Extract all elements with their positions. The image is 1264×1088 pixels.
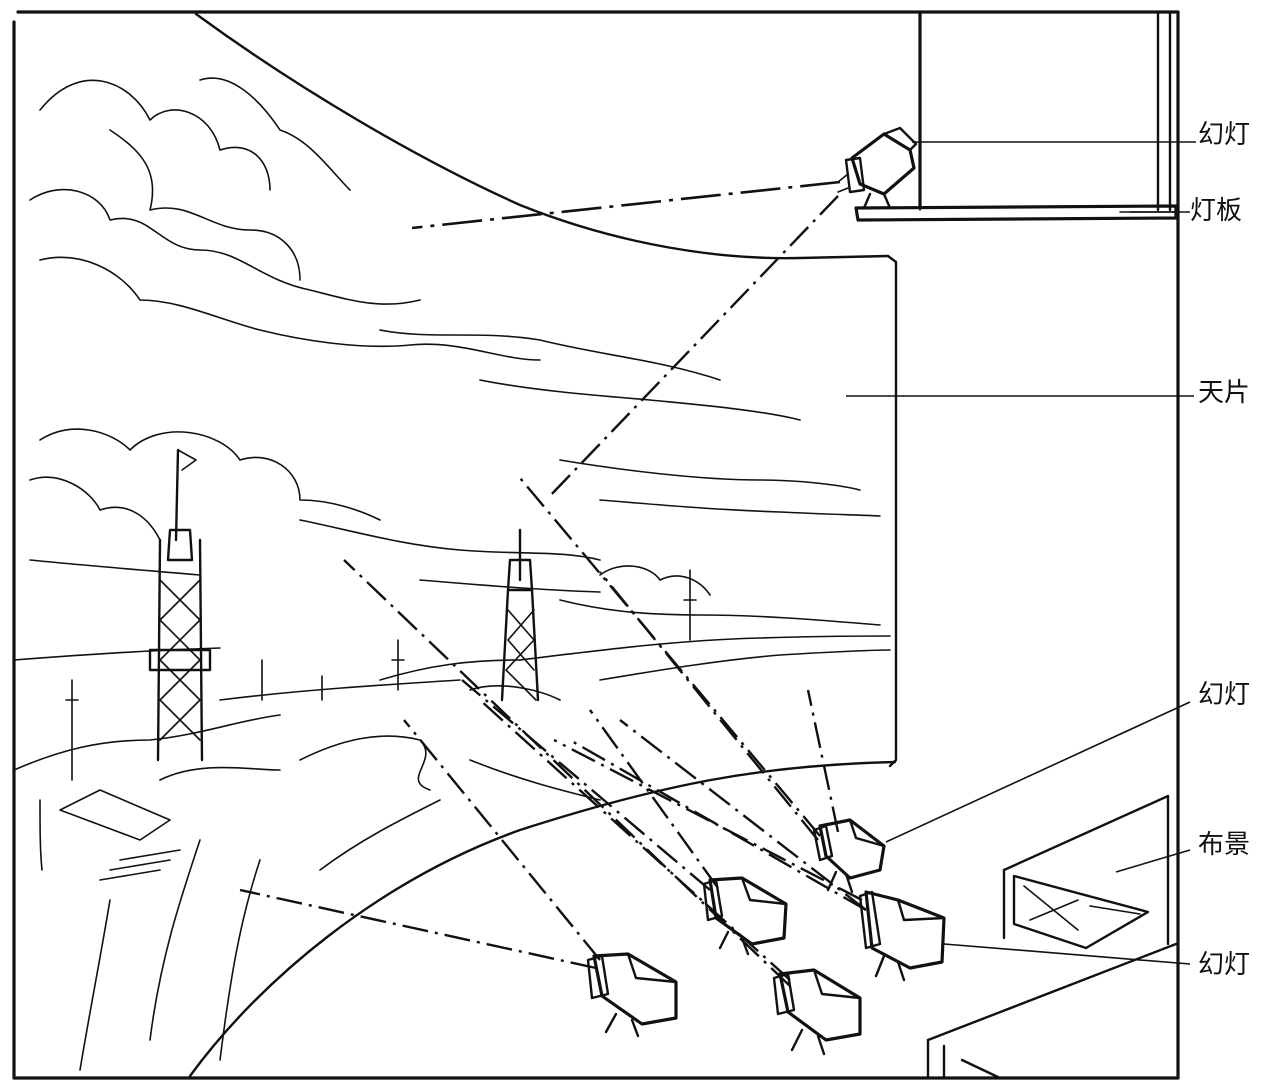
slide-projector-floor-2 (858, 890, 946, 982)
clouds (29, 77, 881, 626)
oil-derrick-small (469, 528, 561, 702)
distant-towers (65, 569, 697, 781)
slide-projector-floor-3 (702, 876, 788, 956)
slide-projector-top (837, 126, 918, 210)
slide-projector-floor-4 (586, 952, 678, 1038)
label-slide-projector-mid: 幻灯 (1198, 680, 1251, 710)
label-leaders (846, 141, 1196, 965)
label-slide-projector-bottom: 幻灯 (1198, 950, 1251, 980)
sky-drop (188, 12, 898, 1078)
set-piece-platform (926, 794, 1178, 1080)
slide-projector-floor-1 (812, 818, 886, 894)
label-sky-drop: 天片 (1198, 378, 1251, 408)
lamp-board (854, 204, 1178, 222)
label-slide-projector-top: 幻灯 (1198, 120, 1251, 150)
fly-gallery-wall (918, 10, 1172, 212)
oil-derrick-large (148, 448, 212, 762)
frame (12, 10, 1180, 1080)
slide-projector-floor-5 (772, 968, 862, 1056)
label-lamp-board: 灯板 (1190, 196, 1243, 226)
label-set-piece: 布景 (1198, 830, 1251, 860)
landscape-ground (13, 635, 891, 1071)
projection-beams (239, 180, 867, 987)
